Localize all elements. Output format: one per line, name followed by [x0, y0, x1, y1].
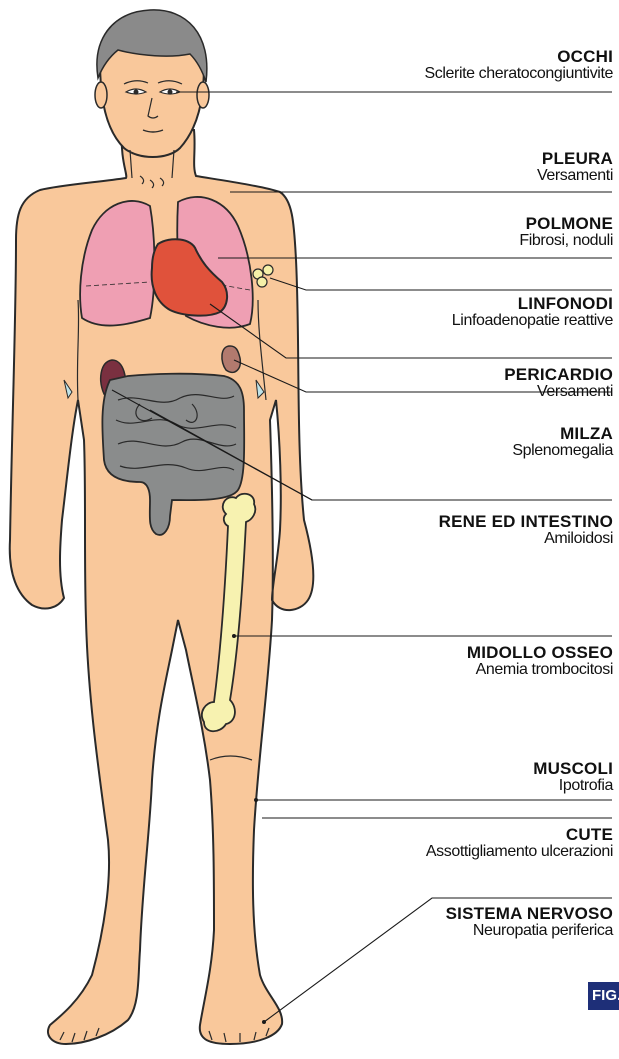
- label-desc: Sclerite cheratocongiuntivite: [424, 66, 613, 83]
- label-desc: Splenomegalia: [512, 443, 613, 460]
- label-title: OCCHI: [424, 48, 613, 66]
- label-title: POLMONE: [519, 215, 613, 233]
- label-title: PLEURA: [537, 150, 613, 168]
- label-desc: Assottigliamento ulcerazioni: [426, 844, 613, 861]
- label-title: MUSCOLI: [533, 760, 613, 778]
- label-desc: Amiloidosi: [439, 531, 613, 548]
- spleen: [222, 346, 240, 372]
- figure-tag: FIG.: [588, 982, 619, 1010]
- label-desc: Versamenti: [504, 384, 613, 401]
- label-title: MILZA: [512, 425, 613, 443]
- label-pericardio: PERICARDIO Versamenti: [504, 366, 613, 401]
- leader-linfonodi: [270, 278, 612, 290]
- label-cute: CUTE Assottigliamento ulcerazioni: [426, 826, 613, 861]
- label-rene-intestino: RENE ED INTESTINO Amiloidosi: [439, 513, 613, 548]
- label-desc: Linfoadenopatie reattive: [452, 313, 613, 330]
- label-desc: Ipotrofia: [533, 778, 613, 795]
- label-linfonodi: LINFONODI Linfoadenopatie reattive: [452, 295, 613, 330]
- label-title: LINFONODI: [452, 295, 613, 313]
- label-occhi: OCCHI Sclerite cheratocongiuntivite: [424, 48, 613, 83]
- label-milza: MILZA Splenomegalia: [512, 425, 613, 460]
- right-ear: [197, 82, 209, 108]
- label-desc: Versamenti: [537, 168, 613, 185]
- label-title: SISTEMA NERVOSO: [446, 905, 613, 923]
- label-pleura: PLEURA Versamenti: [537, 150, 613, 185]
- label-title: CUTE: [426, 826, 613, 844]
- label-desc: Fibrosi, noduli: [519, 233, 613, 250]
- label-title: MIDOLLO OSSEO: [467, 644, 613, 662]
- label-midollo: MIDOLLO OSSEO Anemia trombocitosi: [467, 644, 613, 679]
- label-title: PERICARDIO: [504, 366, 613, 384]
- label-title: RENE ED INTESTINO: [439, 513, 613, 531]
- label-nervoso: SISTEMA NERVOSO Neuropatia periferica: [446, 905, 613, 940]
- label-desc: Anemia trombocitosi: [467, 662, 613, 679]
- left-ear: [95, 82, 107, 108]
- label-polmone: POLMONE Fibrosi, noduli: [519, 215, 613, 250]
- label-muscoli: MUSCOLI Ipotrofia: [533, 760, 613, 795]
- label-desc: Neuropatia periferica: [446, 923, 613, 940]
